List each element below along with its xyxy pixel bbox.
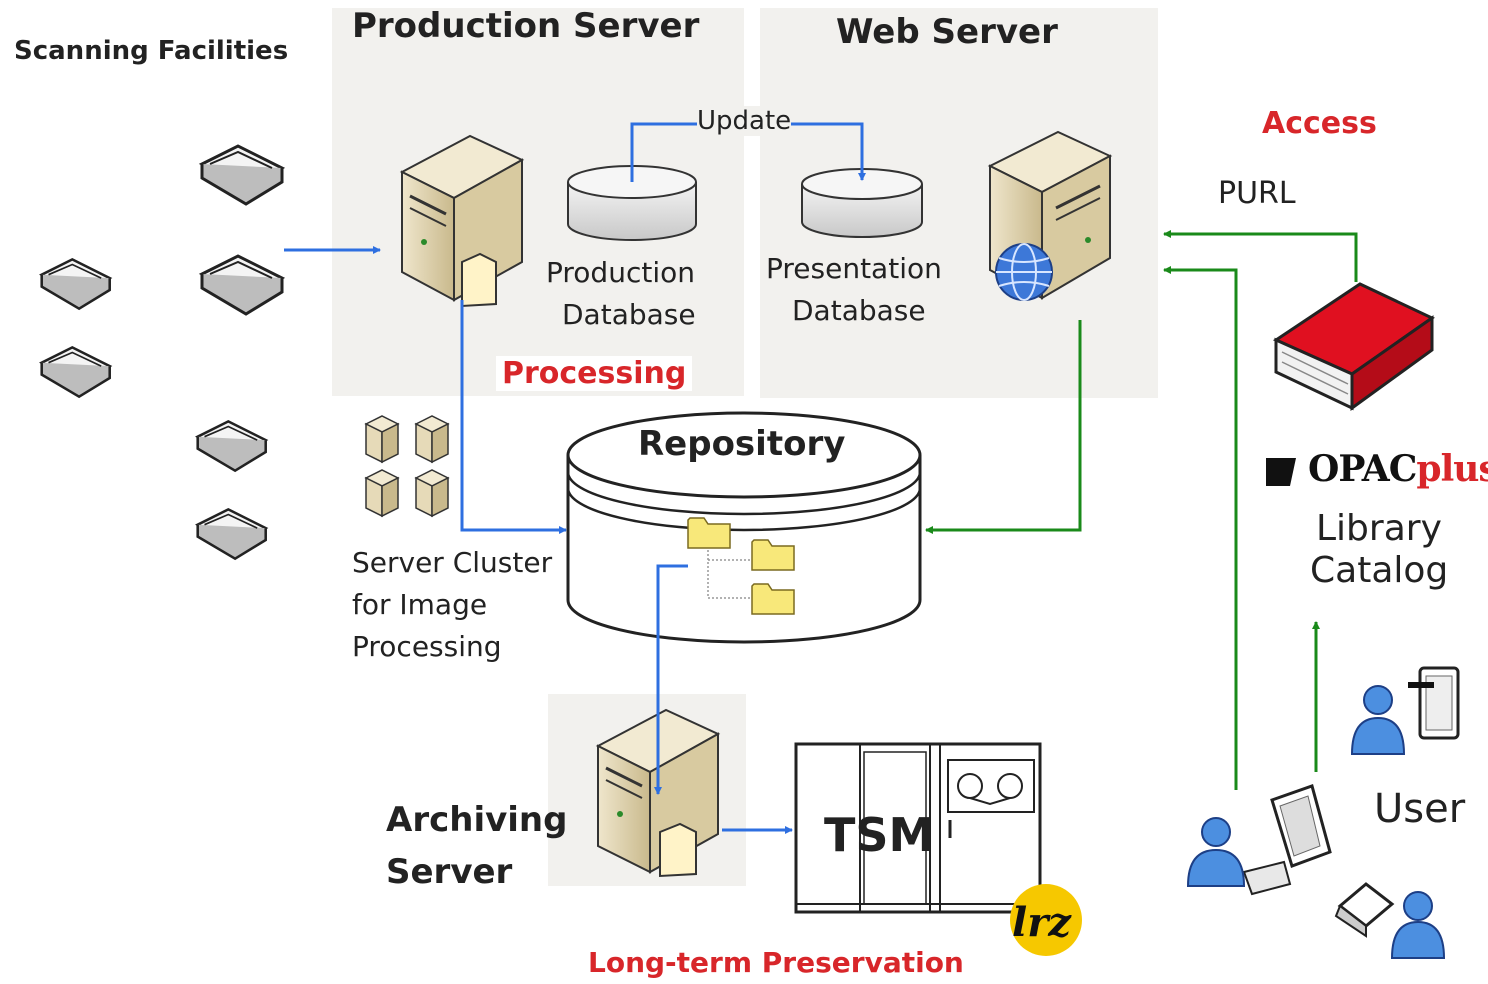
- opac-logo-mark: [1266, 458, 1296, 486]
- library-catalog-label-line1: Library: [1316, 508, 1442, 549]
- user-desktop-icon: [1186, 784, 1332, 896]
- scanner-icon: [39, 257, 113, 311]
- green-flow-arrows: [925, 230, 1358, 790]
- purl-arrow: [1163, 230, 1358, 282]
- production-database-label-line1: Production: [546, 256, 695, 289]
- web-server-icon: [987, 130, 1113, 300]
- production-server-title: Production Server: [352, 6, 700, 46]
- production-to-repository-arrow: [460, 300, 567, 534]
- lrz-logo: lrz: [1010, 884, 1082, 956]
- tape-library-icon: [794, 742, 1042, 914]
- user-laptop-icon: [1334, 882, 1446, 959]
- server-cluster-label-line1: Server Cluster: [352, 546, 553, 579]
- globe-icon: [995, 243, 1053, 301]
- scanner-icon: [195, 507, 269, 561]
- user-tablet-icon: [1350, 666, 1460, 755]
- update-label: Update: [697, 106, 792, 136]
- purl-label: PURL: [1218, 176, 1296, 211]
- production-server-icon: [399, 134, 525, 308]
- access-label: Access: [1262, 106, 1377, 141]
- scanner-icon: [39, 345, 113, 399]
- opac-logo-prefix: OPAC: [1308, 448, 1417, 490]
- production-database-label-line2: Database: [562, 298, 696, 331]
- web-server-title: Web Server: [836, 12, 1058, 52]
- processing-label: Processing: [496, 356, 693, 391]
- presentation-database-label-line2: Database: [792, 294, 926, 327]
- user-label: User: [1374, 786, 1466, 832]
- archiving-server-label-line2: Server: [386, 852, 513, 892]
- tsm-label: TSM: [824, 808, 935, 862]
- repository-title: Repository: [638, 424, 846, 464]
- scanner-icon: [195, 419, 269, 473]
- scanner-icon: [198, 254, 286, 316]
- web-to-repository-arrow: [925, 320, 1082, 534]
- blue-flow-arrows: [284, 122, 866, 834]
- server-cluster-label-line2: for Image: [352, 588, 488, 621]
- opac-plus-logo: OPACplus: [1308, 448, 1488, 490]
- lrz-logo-text: lrz: [1012, 899, 1072, 946]
- book-icon: [1272, 282, 1435, 411]
- user-to-web-arrow: [1163, 266, 1238, 790]
- scanning-facilities-label: Scanning Facilities: [14, 36, 289, 66]
- opac-logo-suffix: plus: [1416, 448, 1488, 490]
- server-cluster-icon: [364, 415, 450, 518]
- presentation-database-icon: [801, 168, 923, 238]
- presentation-database-label-line1: Presentation: [766, 252, 942, 285]
- archiving-server-label-line1: Archiving: [386, 800, 568, 840]
- long-term-preservation-label: Long-term Preservation: [588, 946, 964, 979]
- library-catalog-label-line2: Catalog: [1310, 550, 1449, 591]
- server-cluster-label-line3: Processing: [352, 630, 502, 663]
- scanner-icon: [198, 144, 286, 206]
- repository-to-archive-arrow: [654, 564, 688, 795]
- repository-icon: [566, 411, 922, 644]
- folder-tree-icon: [687, 517, 795, 615]
